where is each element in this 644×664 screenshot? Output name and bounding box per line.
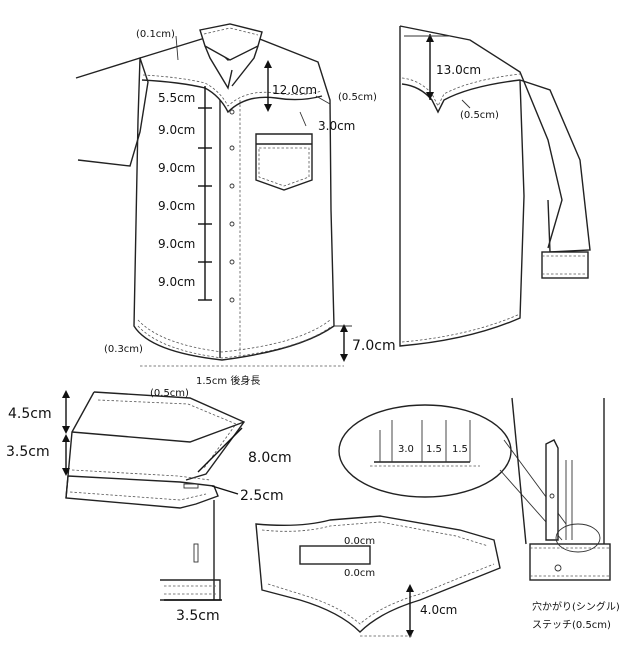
band-extension-label: 2.5cm: [240, 488, 284, 504]
button-spacing-label: 9.0cm: [158, 123, 195, 137]
back-shirt: 13.0cm (0.5cm): [399, 25, 591, 347]
sleeve-cuff-detail: 穴かがり(シングル) ステッチ(0.5cm): [511, 397, 620, 631]
collar-band-end: [160, 579, 221, 601]
yoke-depth-label: 12.0cm: [272, 83, 317, 97]
front-shirt: (0.1cm) 12.0cm (0.5cm) 5.5cm 3.0cm 9.0cm…: [75, 23, 396, 387]
hem-stitch-label: (0.3cm): [104, 344, 143, 355]
yoke-stitch-label: (0.5cm): [338, 92, 377, 103]
collar-piece: (0.5cm) 4.5cm 3.5cm 8.0cm 2.5cm 3.5cm: [6, 388, 292, 624]
collar-stitch-label: (0.5cm): [150, 388, 189, 399]
button: [229, 145, 235, 151]
band-extension-arrow: [211, 485, 239, 495]
point-length-label: 8.0cm: [248, 450, 292, 466]
band-height-label: 3.5cm: [6, 444, 50, 460]
button: [229, 109, 235, 115]
yoke-label-bottom: 0.0cm: [344, 568, 375, 579]
back-shoulder-sleeve: [399, 25, 563, 249]
button: [229, 259, 235, 265]
back-yoke-stitch-label: (0.5cm): [460, 110, 499, 121]
button-spacing-label: 9.0cm: [158, 161, 195, 175]
yoke-piece: 0.0cm 0.0cm 4.0cm: [255, 515, 501, 638]
button-spacing-label: 9.0cm: [158, 275, 195, 289]
stitch-spacing-label: 1.5: [452, 444, 468, 455]
front-body-outline: [133, 35, 335, 361]
button: [229, 297, 235, 303]
collar-fold: [71, 421, 245, 443]
button: [229, 183, 235, 189]
band-end-label: 3.5cm: [176, 608, 220, 624]
yoke-outline: [255, 515, 501, 633]
pocket-offset-label: 3.0cm: [318, 119, 355, 133]
sleeve-placket: [545, 439, 559, 541]
stitch-spacing-label: 1.5: [426, 444, 442, 455]
yoke-point-depth-label: 4.0cm: [420, 603, 457, 617]
collar-height-label: 4.5cm: [8, 406, 52, 422]
back-sleeve: [519, 79, 591, 253]
button: [229, 221, 235, 227]
front-left-sleeve: [75, 57, 149, 167]
cuff-detail-bubble: 3.0 1.5 1.5: [338, 404, 567, 541]
collar-band: [65, 475, 219, 509]
yoke-label-rect: [299, 545, 371, 565]
button-spacing-label: 9.0cm: [158, 237, 195, 251]
back-yoke-seam: [401, 79, 521, 114]
back-body-outline: [399, 26, 525, 347]
magnify-ellipse: [338, 404, 512, 498]
stitch-spacing-label: 3.0: [398, 444, 414, 455]
back-length-note: 1.5cm 後身長: [196, 374, 260, 387]
stitch-note: ステッチ(0.5cm): [532, 619, 611, 631]
front-buttons: [229, 109, 235, 303]
back-yoke-depth-label: 13.0cm: [436, 63, 481, 77]
sleeve-cuff: [529, 543, 611, 581]
band-buttonhole: [193, 543, 199, 563]
top-button-label: 5.5cm: [158, 91, 195, 105]
chest-pocket: [255, 133, 313, 191]
hem-drop-label: 7.0cm: [352, 338, 396, 354]
collar-stitch-label: (0.1cm): [136, 29, 175, 40]
yoke-label-top: 0.0cm: [344, 536, 375, 547]
point-length-arrow: [197, 427, 243, 473]
buttonhole: [183, 483, 199, 489]
cuff-button: [554, 564, 562, 572]
buttonhole-note: 穴かがり(シングル): [532, 600, 620, 613]
front-yoke-seam: [141, 79, 323, 114]
button-spacing-label: 9.0cm: [158, 199, 195, 213]
